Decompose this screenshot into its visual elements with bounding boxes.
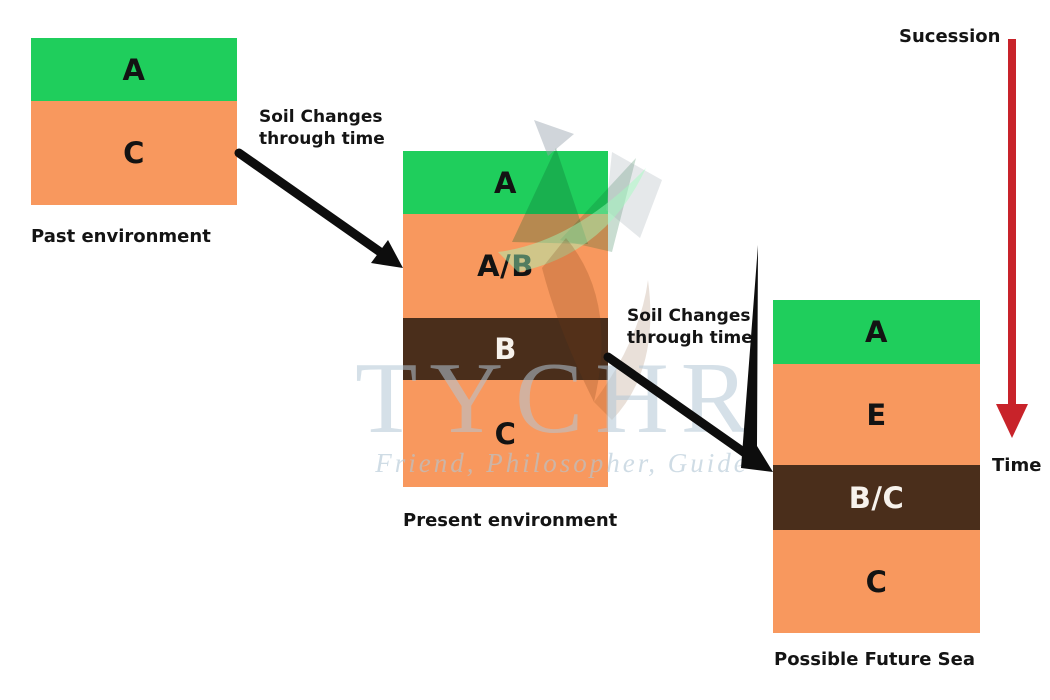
soil-changes-line1: Soil Changes bbox=[627, 306, 751, 326]
soil-profile-past: A C bbox=[31, 38, 237, 205]
arrow-past-to-present bbox=[234, 148, 403, 268]
horizon-code: A bbox=[865, 315, 888, 349]
horizon-code: B/C bbox=[848, 480, 905, 515]
horizon-a-present: A bbox=[403, 151, 608, 214]
soil-changes-label-1: Soil Changes through time bbox=[259, 106, 385, 150]
horizon-b-present: B bbox=[403, 318, 608, 380]
horizon-code: A bbox=[494, 165, 517, 200]
arrow-present-to-future bbox=[603, 245, 773, 472]
caption-past-environment: Past environment bbox=[31, 226, 211, 247]
horizon-code: C bbox=[494, 416, 517, 451]
soil-changes-label-2: Soil Changes through time bbox=[627, 305, 753, 349]
soil-profile-present: A A/B B C bbox=[403, 151, 608, 487]
horizon-bc-future: B/C bbox=[773, 465, 980, 530]
horizon-code: C bbox=[865, 564, 888, 599]
succession-time-arrow bbox=[996, 39, 1028, 438]
horizon-code: E bbox=[866, 397, 887, 432]
horizon-c-past: C bbox=[31, 101, 237, 205]
horizon-a-past: A bbox=[31, 38, 237, 101]
caption-possible-future: Possible Future Sea bbox=[774, 649, 975, 670]
soil-profile-future: A E B/C C bbox=[773, 300, 980, 633]
horizon-ab-present: A/B bbox=[403, 214, 608, 318]
horizon-c-present: C bbox=[403, 380, 608, 487]
horizon-a-future: A bbox=[773, 300, 980, 364]
soil-changes-line2: through time bbox=[627, 328, 753, 348]
horizon-code: C bbox=[123, 136, 145, 170]
horizon-code: A/B bbox=[477, 249, 534, 283]
horizon-code: A bbox=[122, 52, 146, 87]
horizon-c-future: C bbox=[773, 530, 980, 633]
horizon-e-future: E bbox=[773, 364, 980, 465]
caption-present-environment: Present environment bbox=[403, 510, 618, 531]
time-label: Time bbox=[992, 455, 1042, 476]
horizon-code: B bbox=[494, 332, 517, 366]
soil-changes-line1: Soil Changes bbox=[259, 107, 383, 127]
soil-changes-line2: through time bbox=[259, 129, 385, 149]
succession-label: Sucession bbox=[899, 26, 1001, 47]
